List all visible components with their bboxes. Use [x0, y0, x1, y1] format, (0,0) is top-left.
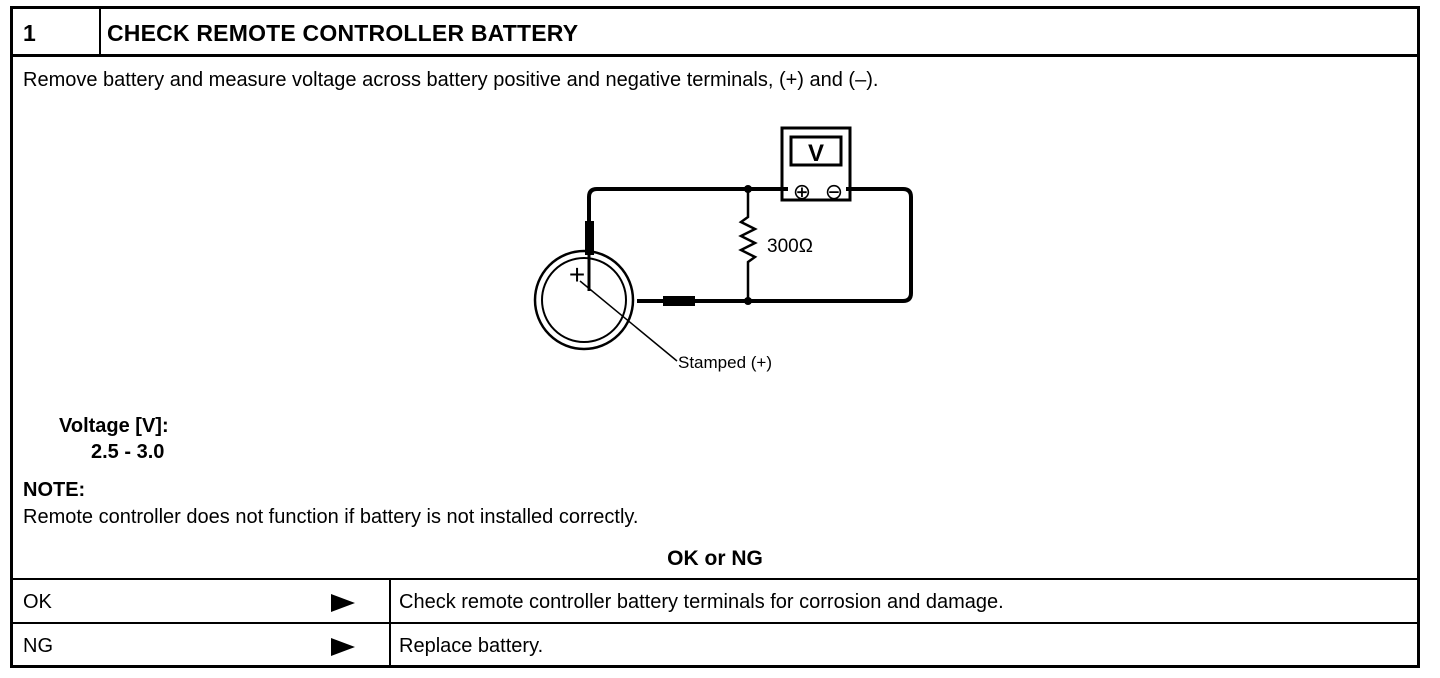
result-action: Replace battery. [389, 624, 1417, 668]
positive-wire [587, 187, 788, 241]
callout-leader [579, 280, 678, 362]
result-action: Check remote controller battery terminal… [389, 580, 1417, 622]
stamped-callout: Stamped (+) [678, 353, 772, 372]
battery-icon [533, 249, 635, 351]
instruction-text: Remove battery and measure voltage acros… [23, 69, 879, 91]
battery-measurement-diagram: V ⊕ ⊖ 300Ω + Stam [523, 115, 923, 385]
step-number: 1 [13, 9, 101, 54]
note-label: NOTE: [23, 479, 86, 501]
arrow-right-icon [331, 638, 355, 656]
resistor-label: 300Ω [767, 236, 813, 257]
negative-probe-icon [663, 296, 695, 306]
note-text: Remote controller does not function if b… [23, 506, 639, 528]
arrow-right-icon [331, 594, 355, 612]
result-heading: OK or NG [667, 547, 763, 570]
result-row-ng: NG Replace battery. [13, 624, 1417, 668]
result-code: OK [23, 591, 52, 613]
result-row-ok: OK Check remote controller battery termi… [13, 580, 1417, 624]
procedure-frame: 1 CHECK REMOTE CONTROLLER BATTERY Remove… [10, 6, 1420, 668]
positive-probe-icon [585, 221, 594, 255]
step-header: 1 CHECK REMOTE CONTROLLER BATTERY [13, 9, 1417, 57]
voltmeter-label: V [808, 140, 824, 167]
voltmeter-display [789, 135, 843, 167]
negative-wire [693, 187, 913, 303]
voltage-spec-value: 2.5 - 3.0 [91, 441, 165, 463]
result-table: OK Check remote controller battery termi… [13, 578, 1417, 668]
step-title: CHECK REMOTE CONTROLLER BATTERY [107, 20, 579, 46]
result-code: NG [23, 635, 53, 657]
battery-inner-ring [541, 257, 627, 343]
circuit-diagram: V ⊕ ⊖ 300Ω + Stam [533, 126, 913, 372]
voltage-spec-label: Voltage [V]: [59, 415, 169, 437]
meter-positive-terminal-icon: ⊕ [793, 179, 811, 204]
battery-plus-mark: + [569, 259, 585, 290]
resistor-icon [738, 189, 758, 301]
meter-negative-terminal-icon: ⊖ [825, 179, 843, 204]
